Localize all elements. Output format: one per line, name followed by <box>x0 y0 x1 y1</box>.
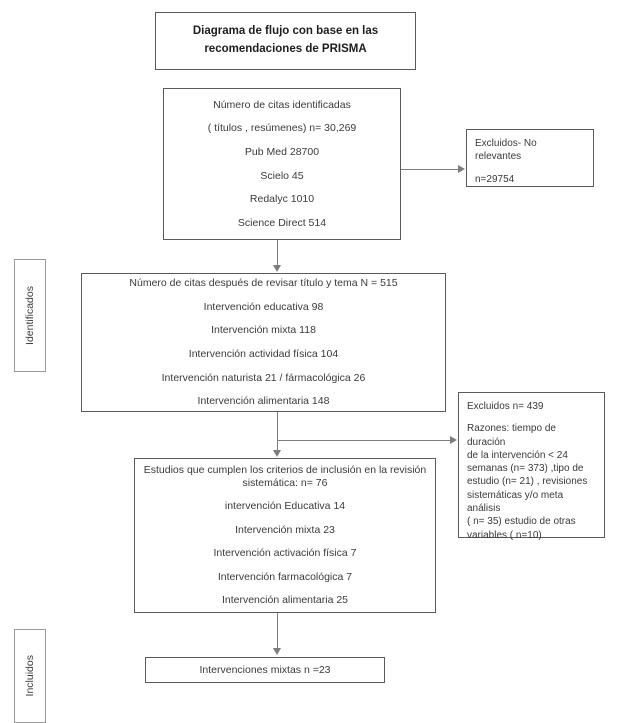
box-citas-revisadas-line-3: Intervención mixta 118 <box>211 324 316 337</box>
box-intervenciones-mixtas-line-1: Intervenciones mixtas n =23 <box>199 663 331 676</box>
box-citas-revisadas: Número de citas después de revisar títul… <box>81 273 446 412</box>
box-excluidos-no-relevantes: Excluidos- No relevantes n=29754 <box>466 129 594 187</box>
box-excluidos-1-count: n=29754 <box>475 173 515 185</box>
box-estudios-incluidos-line-5: Intervención farmacológica 7 <box>217 570 353 583</box>
diagram-title-box: Diagrama de flujo con base en las recome… <box>155 12 416 70</box>
diagram-title-line-2: recomendaciones de PRISMA <box>204 43 367 55</box>
box-estudios-incluidos-line-2: intervención Educativa 14 <box>224 500 346 513</box>
connector-identificados-to-revisados <box>277 240 278 266</box>
diagram-title-line-1: Diagrama de flujo con base en las <box>192 25 379 38</box>
arrow-to-excluidos-2 <box>450 435 457 444</box>
box-intervenciones-mixtas: Intervenciones mixtas n =23 <box>145 657 385 683</box>
arrow-to-revisados <box>272 265 281 272</box>
box-citas-revisadas-line-1: Número de citas después de revisar títul… <box>129 277 398 290</box>
box-citas-revisadas-line-2: Intervención educativa 98 <box>203 300 324 313</box>
box-excluidos-2-reason-line-5: sistemáticas y/o meta análisis <box>467 489 564 515</box>
stage-label-incluidos-text: Incluidos <box>24 655 36 697</box>
stage-label-identificados-text: Identificados <box>24 286 36 345</box>
box-excluidos-2-reason-line-3: semanas (n= 373) ,tipo de <box>467 463 584 475</box>
box-citas-identificadas-line-6: Science Direct 514 <box>237 216 327 229</box>
box-estudios-incluidos-line-6: Intervención alimentaria 25 <box>221 594 349 607</box>
box-citas-revisadas-line-5: Intervención naturista 21 / fármacológic… <box>161 371 366 384</box>
box-excluidos-2-reason-line-6: ( n= 35) estudio de otras <box>467 516 576 528</box>
box-citas-identificadas-line-1: Número de citas identificadas <box>213 98 351 111</box>
box-excluidos-2-reason-line-2: de la intervención < 24 <box>467 449 568 461</box>
box-excluidos-2-reason-line-1: Razones: tiempo de duración <box>467 423 556 448</box>
box-citas-identificadas-line-5: Redalyc 1010 <box>249 193 315 206</box>
box-excluidos-1-head: Excluidos- No relevantes <box>475 138 537 163</box>
connector-revisados-to-excluidos-2 <box>277 440 452 441</box>
connector-incluidos-to-final <box>277 613 278 650</box>
stage-label-identificados: Identificados <box>14 259 46 372</box>
box-estudios-incluidos: Estudios que cumplen los criterios de in… <box>134 458 436 613</box>
stage-label-incluidos: Incluidos <box>14 629 46 723</box>
arrow-to-final <box>272 648 281 655</box>
box-estudios-incluidos-line-4: Intervención activación física 7 <box>213 547 357 560</box>
box-estudios-incluidos-line-3: Intervención mixta 23 <box>235 523 335 536</box>
box-excluidos-2-reason-line-7: variables ( n=10) <box>467 529 542 541</box>
box-citas-identificadas-line-4: Scielo 45 <box>260 169 304 182</box>
box-citas-identificadas-line-3: Pub Med 28700 <box>244 145 320 158</box>
box-excluidos-2-head: Excluidos n= 439 <box>467 401 544 412</box>
arrow-to-excluidos-1 <box>458 164 465 173</box>
arrow-to-incluidos <box>272 450 281 457</box>
box-citas-identificadas: Número de citas identificadas ( títulos … <box>163 88 401 240</box>
connector-revisados-trunk <box>277 412 278 452</box>
connector-identificados-to-excluidos-1 <box>401 169 460 170</box>
box-estudios-incluidos-line-1: Estudios que cumplen los criterios de in… <box>143 463 427 489</box>
box-excluidos-2-reason-line-4: estudio (n= 21) , revisiones <box>467 476 588 488</box>
box-citas-revisadas-line-6: Intervención alimentaria 148 <box>197 395 330 408</box>
box-excluidos-razones: Excluidos n= 439 Razones: tiempo de dura… <box>458 392 605 541</box>
box-citas-revisadas-line-4: Intervención actividad física 104 <box>188 348 339 360</box>
box-citas-identificadas-line-2: ( títulos , resúmenes) n= 30,269 <box>207 122 357 135</box>
